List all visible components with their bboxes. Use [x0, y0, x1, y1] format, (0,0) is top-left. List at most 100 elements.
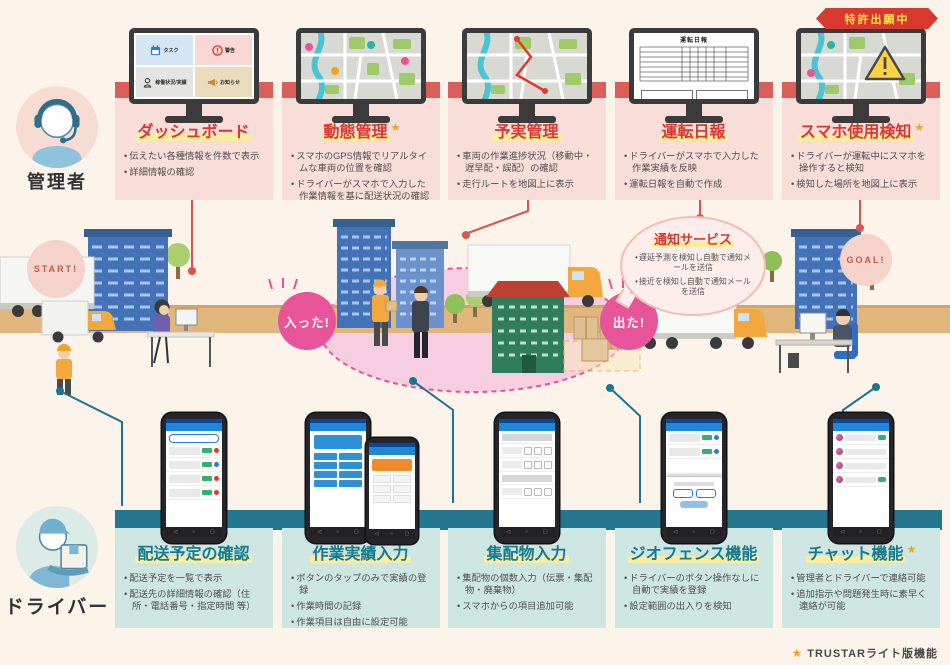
feature-card-dashboard: ダッシュボード 伝えたい各種情報を件数で表示 詳細情報の確認 タスク 警告 稼働… [115, 28, 273, 200]
map-screen-route [467, 33, 587, 99]
notification-bullets: 遅延予測を検知し自動で通知メールを送信 接近を検知し自動で通知メールを送信 [632, 253, 754, 298]
card-body: ダッシュボード 伝えたい各種情報を件数で表示 詳細情報の確認 [115, 98, 273, 200]
card-body: 集配物入力 集配物の個数入力（伝票・集配物・廃棄物） スマホからの項目追加可能 [448, 528, 606, 628]
operator-at-desk [147, 299, 215, 367]
card-title: 配送予定の確認 [135, 546, 252, 564]
android-nav: ◁○▢ [310, 527, 366, 537]
card-title: 運転日報 [659, 124, 728, 142]
report-footer-boxes [634, 90, 754, 99]
card-title: ダッシュボード [135, 124, 252, 142]
bullet-item: 車両の作業進捗状況（移動中・遅早配・誤配）の確認 [457, 150, 601, 174]
delivery-driver-icon [28, 518, 89, 588]
bullet-item: 伝えたい各種情報を件数で表示 [124, 150, 268, 162]
map-screen [301, 33, 421, 99]
courier-figure [372, 279, 398, 346]
bullet-item: 作業項目は自由に設定可能 [291, 616, 435, 628]
bullet-item: 走行ルートを地図上に表示 [457, 178, 601, 190]
building [486, 281, 570, 373]
phone-pickup-input: ◁○▢ [495, 413, 559, 543]
card-title: 集配物入力 [484, 546, 569, 564]
phone-work-log-timer: ◁○▢ [366, 438, 418, 544]
android-nav: ◁○▢ [833, 527, 889, 537]
card-body: ジオフェンス機能 ドライバーのボタン操作なしに自動で実績を登録 設定範囲の出入り… [615, 528, 773, 628]
worker-at-desk [775, 309, 858, 373]
card-body: チャット機能★ 管理者とドライバーで連絡可能 追加指示や問題発生時に素早く連絡が… [782, 528, 940, 628]
businessman-figure [412, 286, 429, 358]
bullet-item: スマホのGPS情報でリアルタイムな車両の位置を確認 [291, 150, 435, 174]
geofence-dialog [666, 475, 722, 511]
report-screen: 運転日報 [634, 33, 754, 99]
card-bullets: ドライバーのボタン操作なしに自動で実績を登録 設定範囲の出入りを検知 [624, 572, 768, 612]
footer-text: TRUSTARライト版機能 [807, 648, 938, 660]
bullet-item: 集配物の個数入力（伝票・集配物・廃棄物） [457, 572, 601, 596]
calendar-icon [151, 44, 161, 55]
card-bullets: 管理者とドライバーで連絡可能 追加指示や問題発生時に素早く連絡が可能 [791, 572, 935, 612]
tile-status: 稼働状況/実績 [136, 67, 193, 97]
tile-notice: お知らせ [195, 67, 252, 97]
android-nav: ◁○▢ [666, 527, 722, 537]
card-title: 動態管理★ [321, 122, 401, 142]
feature-card-delivery-schedule: 配送予定の確認 配送予定を一覧で表示 配送先の詳細情報の確認（住所・電話番号・指… [115, 528, 273, 628]
android-nav: ◁○▢ [166, 527, 222, 537]
monitor-route-map [462, 28, 592, 123]
monitor-dashboard: タスク 警告 稼働状況/実績 お知らせ [129, 28, 259, 123]
patent-pending-ribbon: 特許出願中 [816, 8, 938, 29]
notification-title: 通知サービス [651, 232, 734, 247]
card-bullets: 配送予定を一覧で表示 配送先の詳細情報の確認（住所・電話番号・指定時間 等） [124, 572, 268, 612]
bullet-item: ドライバーが運転中にスマホを操作すると検知 [791, 150, 935, 174]
geofence-enter-badge: 入った! [278, 292, 336, 350]
driver-avatar [16, 506, 98, 588]
card-bullets: 伝えたい各種情報を件数で表示 詳細情報の確認 [124, 150, 268, 178]
tile-task: タスク [136, 35, 193, 65]
spark-lines [268, 278, 298, 290]
card-bullets: ボタンのタップのみで実績の登録 作業時間の記録 作業項目は自由に設定可能 [291, 572, 435, 628]
feature-card-plan-actual: 予実管理 車両の作業進捗状況（移動中・遅早配・誤配）の確認 走行ルートを地図上に… [448, 28, 606, 200]
feature-card-pickup-input: 集配物入力 集配物の個数入力（伝票・集配物・廃棄物） スマホからの項目追加可能 [448, 528, 606, 628]
phone-delivery-schedule: ◁○▢ [162, 413, 226, 543]
feature-card-driving-report: 運転日報 ドライバーがスマホで入力した作業実績を反映 運転日報を自動で作成 運転… [615, 28, 773, 200]
bullet-item: 接近を検知し自動で通知メールを送信 [632, 277, 754, 298]
dashboard-screen: タスク 警告 稼働状況/実績 お知らせ [134, 33, 254, 99]
feature-card-geofence: ジオフェンス機能 ドライバーのボタン操作なしに自動で実績を登録 設定範囲の出入り… [615, 528, 773, 628]
map-screen-warning [801, 33, 921, 99]
phone-geofence: ◁○▢ [662, 413, 726, 543]
tree [762, 251, 782, 282]
feature-card-work-log-input: 作業実績入力 ボタンのタップのみで実績の登録 作業時間の記録 作業項目は自由に設… [282, 528, 440, 628]
bullet-item: ドライバーがスマホで入力した作業情報を基に配送状況の確認 [291, 178, 435, 202]
lite-star-icon: ★ [791, 646, 804, 660]
card-bullets: ドライバーが運転中にスマホを操作すると検知 検知した場所を地図上に表示 [791, 150, 935, 190]
card-body: 運転日報 ドライバーがスマホで入力した作業実績を反映 運転日報を自動で作成 [615, 98, 773, 200]
monitor-tracking-map [296, 28, 426, 123]
route-line [515, 38, 546, 93]
feature-card-tracking: 動態管理★ スマホのGPS情報でリアルタイムな車両の位置を確認 ドライバーがスマ… [282, 28, 440, 202]
bullet-item: 配送予定を一覧で表示 [124, 572, 268, 584]
notification-service-bubble: 通知サービス 遅延予測を検知し自動で通知メールを送信 接近を検知し自動で通知メー… [620, 216, 766, 316]
truck [41, 300, 116, 343]
megaphone-icon [207, 78, 218, 86]
headset-operator-icon [32, 98, 82, 168]
card-bullets: 集配物の個数入力（伝票・集配物・廃棄物） スマホからの項目追加可能 [457, 572, 601, 612]
manager-avatar [16, 86, 98, 168]
feature-card-phone-detection: スマホ使用検知★ ドライバーが運転中にスマホを操作すると検知 検知した場所を地図… [782, 28, 940, 200]
phone-chat: ◁○▢ [829, 413, 893, 543]
card-body: スマホ使用検知★ ドライバーが運転中にスマホを操作すると検知 検知した場所を地図… [782, 98, 940, 200]
card-title: 予実管理 [492, 124, 561, 142]
tree [445, 294, 465, 323]
report-table [639, 46, 749, 82]
card-title: チャット機能★ [805, 544, 917, 564]
phone-work-log: ◁○▢ [306, 413, 370, 543]
bullet-item: 設定範囲の出入りを検知 [624, 600, 768, 612]
bullet-item: 作業時間の記録 [291, 600, 435, 612]
monitor-report: 運転日報 [629, 28, 759, 123]
android-nav: ◁○▢ [369, 529, 415, 539]
delivery-worker [56, 344, 72, 395]
bullet-item: 検知した場所を地図上に表示 [791, 178, 935, 190]
bullet-item: 追加指示や問題発生時に素早く連絡が可能 [791, 588, 935, 612]
bullet-item: ボタンのタップのみで実績の登録 [291, 572, 435, 596]
card-title: 作業実績入力 [310, 546, 411, 564]
lite-star-icon: ★ [914, 122, 925, 134]
monitor-detection-map [796, 28, 926, 123]
bullet-item: 詳細情報の確認 [124, 166, 268, 178]
person-pin-icon [143, 77, 152, 88]
